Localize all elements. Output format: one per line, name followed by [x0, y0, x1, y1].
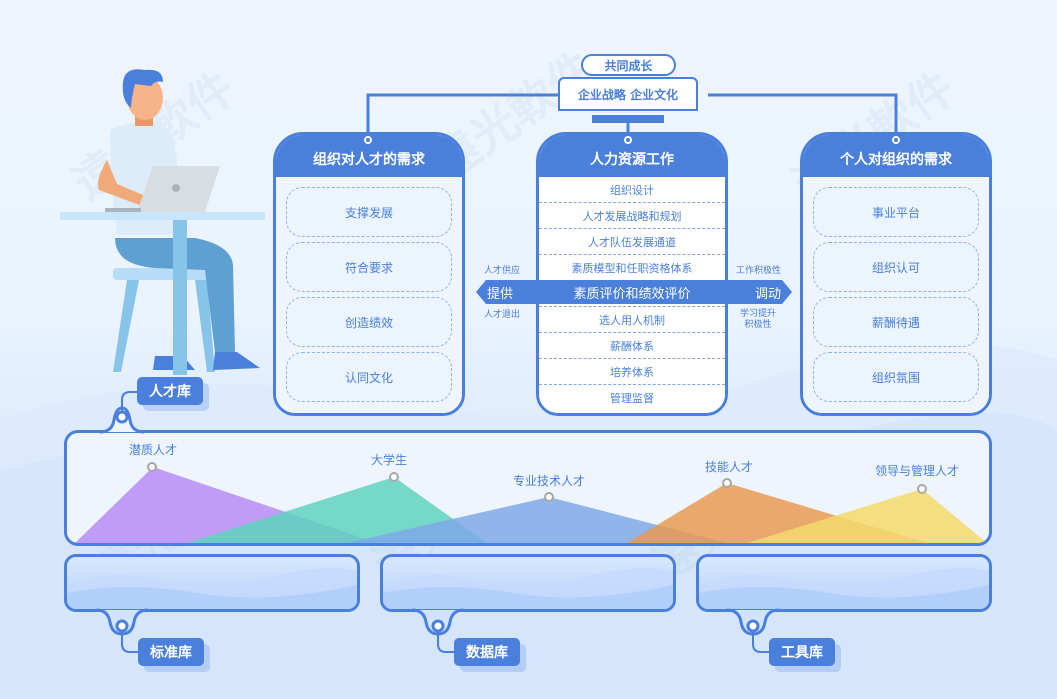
- hr-work-title: 人力资源工作: [539, 135, 725, 177]
- org-needs-column: 组织对人才的需求 支撑发展 符合要求 创造绩效 认同文化: [273, 132, 465, 416]
- shared-growth-tag: 共同成长: [581, 54, 676, 76]
- wave-decoration: [699, 568, 989, 609]
- hr-work-item: 人才队伍发展通道: [539, 229, 725, 255]
- talent-pool-tag: 人才库: [137, 377, 203, 405]
- talent-pool-connector: [100, 391, 145, 434]
- peak-dot: [389, 472, 399, 482]
- peak-dot: [917, 484, 927, 494]
- evaluation-label: 素质评价和绩效评价: [573, 286, 691, 302]
- peak-label-leadership: 领导与管理人才: [875, 464, 960, 478]
- hr-work-item: 素质模型和任职资格体系: [539, 255, 725, 281]
- hr-work-item: 组织设计: [539, 177, 725, 203]
- personal-need-item: 组织认可: [813, 242, 979, 292]
- talent-pool-chart: 潜质人才 大学生 专业技术人才 技能人才 领导与管理人才: [64, 430, 992, 546]
- wave-decoration: [67, 568, 357, 609]
- peak-dot: [147, 462, 157, 472]
- double-arrow-band: [476, 280, 792, 304]
- org-need-item: 认同文化: [286, 352, 452, 402]
- connector-dot: [892, 136, 900, 144]
- provide-label: 提供: [487, 286, 514, 302]
- tool-library-connector: [727, 608, 780, 653]
- personal-need-item: 薪酬待遇: [813, 297, 979, 347]
- standard-library-tag: 标准库: [138, 638, 204, 666]
- wave-decoration: [383, 568, 673, 609]
- mobilize-label: 调动: [755, 286, 782, 302]
- work-motivation-note: 工作积极性: [736, 266, 782, 276]
- tool-library-box: [696, 554, 992, 612]
- learning-motivation-note: 学习提升 积极性: [740, 309, 777, 330]
- strategy-base-bar: [592, 115, 664, 123]
- hr-work-column: 人力资源工作 组织设计 人才发展战略和规划 人才队伍发展通道 素质模型和任职资格…: [536, 132, 728, 416]
- person-at-laptop-illustration: [60, 69, 265, 375]
- connector-dot: [364, 136, 372, 144]
- hr-work-item: 人才发展战略和规划: [539, 203, 725, 229]
- talent-supply-note: 人才供应: [484, 266, 521, 276]
- database-library-box: [380, 554, 676, 612]
- peak-dot: [722, 478, 732, 488]
- connector-dot: [624, 136, 632, 144]
- personal-needs-column: 个人对组织的需求 事业平台 组织认可 薪酬待遇 组织氛围: [800, 132, 992, 416]
- peak-label-potential: 潜质人才: [129, 443, 178, 457]
- peak-label-skilled: 技能人才: [705, 460, 754, 474]
- personal-need-item: 事业平台: [813, 187, 979, 237]
- standard-library-box: [64, 554, 360, 612]
- hr-work-item: 培养体系: [539, 359, 725, 385]
- personal-need-item: 组织氛围: [813, 352, 979, 402]
- database-library-connector: [412, 608, 465, 653]
- hr-work-item: 选人用人机制: [539, 307, 725, 333]
- hr-work-item-highlight: [539, 281, 725, 307]
- peak-dot: [544, 492, 554, 502]
- talent-exit-note: 人才退出: [484, 310, 521, 320]
- standard-library-connector: [96, 608, 149, 653]
- peak-label-graduates: 大学生: [371, 453, 408, 467]
- hr-work-item: 管理监督: [610, 392, 654, 405]
- talent-peaks: [75, 467, 987, 543]
- org-need-item: 符合要求: [286, 242, 452, 292]
- hr-work-item: 薪酬体系: [539, 333, 725, 359]
- strategy-culture-box: 企业战略 企业文化: [558, 77, 698, 111]
- org-need-item: 支撑发展: [286, 187, 452, 237]
- peak-label-professional: 专业技术人才: [513, 474, 586, 488]
- personal-needs-title: 个人对组织的需求: [803, 135, 989, 177]
- database-library-tag: 数据库: [454, 638, 520, 666]
- tool-library-tag: 工具库: [769, 638, 835, 666]
- org-need-item: 创造绩效: [286, 297, 452, 347]
